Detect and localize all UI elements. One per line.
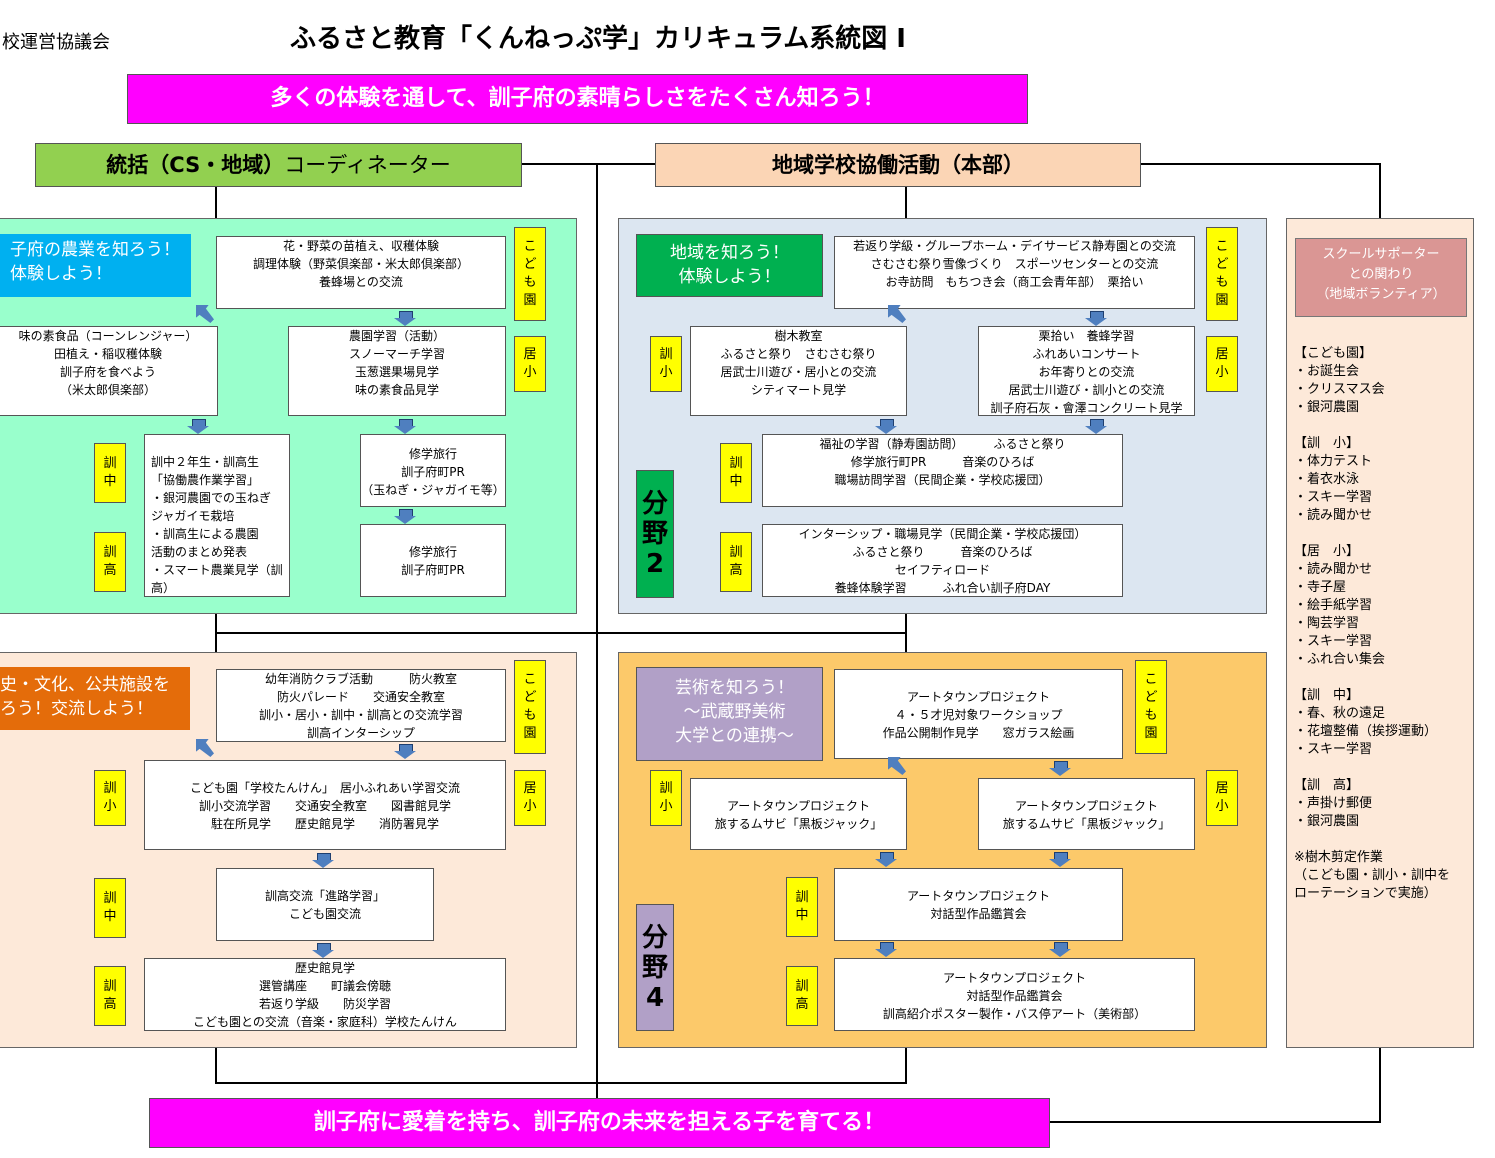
history-chu-tag: 訓 中 bbox=[94, 878, 126, 938]
art-field-label: 分 野 4 bbox=[636, 904, 674, 1031]
art-kunsho-tag: 訓 小 bbox=[650, 770, 682, 826]
top-banner: 多くの体験を通して、訓子府の素晴らしさをたくさん知ろう！ bbox=[127, 74, 1028, 124]
agri-kodomo-tag: こ ど も 園 bbox=[514, 227, 546, 321]
supporter-panel bbox=[1286, 218, 1474, 1048]
art-panel-title: 芸術を知ろう！ ～武蔵野美術 大学との連携～ bbox=[636, 667, 823, 761]
connector-line bbox=[215, 187, 217, 218]
connector-line bbox=[1379, 1047, 1381, 1122]
history-chu-box: 訓高交流「進路学習」 こども園交流 bbox=[216, 868, 434, 941]
supporter-list: 【こども園】 ・お誕生会 ・クリスマス会 ・銀河農園 【訓 小】 ・体力テスト … bbox=[1294, 346, 1451, 901]
connector-line bbox=[1379, 163, 1381, 218]
art-kodomo-box: アートタウンプロジェクト ４・５才児対象ワークショップ 作品公開制作見学 窓ガラ… bbox=[834, 669, 1123, 759]
region-kunsho-tag: 訓 小 bbox=[650, 336, 682, 392]
agri-ko-tag: 訓 高 bbox=[94, 532, 126, 592]
history-ko-box: 歴史館見学 選管講座 町議会傍聴 若返り学級 防災学習 こども園との交流（音楽・… bbox=[144, 958, 506, 1031]
history-ko-tag: 訓 高 bbox=[94, 966, 126, 1026]
agri-kodomo-box: 花・野菜の苗植え、収穫体験 調理体験（野菜倶楽部・米太郎倶楽部） 養蜂場との交流 bbox=[216, 236, 506, 309]
agri-ko-right-box: 修学旅行 訓子府町PR bbox=[360, 524, 506, 597]
connector-line bbox=[905, 1047, 907, 1084]
art-oriko-tag: 居 小 bbox=[1206, 770, 1238, 826]
region-oriko-tag: 居 小 bbox=[1206, 336, 1238, 392]
connector-line bbox=[215, 1082, 907, 1084]
supporter-title: スクールサポーター との関わり （地域ボランティア） bbox=[1295, 238, 1467, 317]
art-ko-box: アートタウンプロジェクト 対話型作品鑑賞会 訓高紹介ポスター製作・バス停アート（… bbox=[834, 958, 1195, 1031]
coordinator-header-bold: 統括（CS・地域） bbox=[106, 153, 285, 177]
art-chu-box: アートタウンプロジェクト 対話型作品鑑賞会 bbox=[834, 868, 1123, 941]
region-field-label: 分 野 2 bbox=[636, 470, 674, 598]
art-kodomo-tag: こ ど も 園 bbox=[1135, 660, 1167, 754]
bottom-banner: 訓子府に愛着を持ち、訓子府の未来を担える子を育てる！ bbox=[149, 1098, 1050, 1148]
agri-chu-right-box: 修学旅行 訓子府町PR （玉ねぎ・ジャガイモ等） bbox=[360, 434, 506, 507]
agri-chu-left-box: 訓中２年生・訓高生 「協働農作業学習」 ・銀河農園での玉ねぎ ジャガイモ栽培 ・… bbox=[144, 434, 290, 597]
region-kunsho-box: 樹木教室 ふるさと祭り さむさむ祭り 居武士川遊び・居小との交流 シティマート見… bbox=[690, 326, 907, 416]
organization-label: 校運営協議会 bbox=[2, 32, 110, 53]
history-kunsho-tag: 訓 小 bbox=[94, 770, 126, 826]
region-ko-box: インターシップ・職場見学（民間企業・学校応援団） ふるさと祭り 音楽のひろば セ… bbox=[762, 524, 1123, 597]
history-oriko-tag: 居 小 bbox=[514, 770, 546, 826]
connector-line bbox=[215, 632, 907, 634]
agri-kunsho-box: 味の素食品（コーンレンジャー） 田植え・稲収穫体験 訓子府を食べよう （米太郎倶… bbox=[0, 326, 218, 416]
headquarters-header: 地域学校協働活動（本部） bbox=[655, 143, 1141, 187]
agri-oriko-tag: 居 小 bbox=[514, 336, 546, 392]
agri-oriko-box: 農園学習（活動） スノーマーチ学習 玉葱選果場見学 味の素食品見学 bbox=[288, 326, 506, 416]
region-chu-box: 福祉の学習（静寿園訪問） ふるさと祭り 修学旅行町PR 音楽のひろば 職場訪問学… bbox=[762, 434, 1123, 507]
art-ko-tag: 訓 高 bbox=[786, 966, 818, 1026]
history-kodomo-tag: こ ど も 園 bbox=[514, 660, 546, 754]
region-ko-tag: 訓 高 bbox=[720, 532, 752, 592]
history-panel-title: 史・文化、公共施設を ろう！交流しよう！ bbox=[0, 667, 190, 730]
region-oriko-box: 栗拾い 養蜂学習 ふれあいコンサート お年寄りとの交流 居武士川遊び・訓小との交… bbox=[978, 326, 1195, 416]
coordinator-header: 統括（CS・地域）コーディネーター bbox=[35, 143, 522, 187]
connector-line bbox=[215, 1047, 217, 1084]
art-kunsho-box: アートタウンプロジェクト 旅するムサビ「黒板ジャック」 bbox=[690, 778, 907, 850]
history-kodomo-box: 幼年消防クラブ活動 防火教室 防火パレード 交通安全教室 訓小・居小・訓中・訓高… bbox=[216, 669, 506, 742]
coordinator-header-normal: コーディネーター bbox=[284, 153, 451, 177]
region-kodomo-tag: こ ど も 園 bbox=[1206, 227, 1238, 321]
art-chu-tag: 訓 中 bbox=[786, 877, 818, 937]
connector-line bbox=[1140, 163, 1380, 165]
history-sho-box: こども園「学校たんけん」 居小ふれあい学習交流 訓小交流学習 交通安全教室 図書… bbox=[144, 760, 506, 850]
region-kodomo-box: 若返り学級・グループホーム・デイサービス静寿園との交流 さむさむ祭り雪像づくり … bbox=[834, 236, 1195, 309]
agriculture-panel-title: 子府の農業を知ろう！ 体験しよう！ bbox=[0, 234, 191, 297]
connector-line bbox=[596, 163, 598, 1098]
region-chu-tag: 訓 中 bbox=[720, 443, 752, 503]
page-title: ふるさと教育「くんねっぷ学」カリキュラム系統図 Ⅰ bbox=[290, 24, 906, 54]
connector-line bbox=[1050, 1121, 1381, 1123]
agri-chu-tag: 訓 中 bbox=[94, 443, 126, 503]
connector-line bbox=[905, 187, 907, 218]
connector-line bbox=[521, 163, 656, 165]
art-oriko-box: アートタウンプロジェクト 旅するムサビ「黒板ジャック」 bbox=[978, 778, 1195, 850]
region-panel-title: 地域を知ろう！ 体験しよう！ bbox=[636, 234, 823, 297]
